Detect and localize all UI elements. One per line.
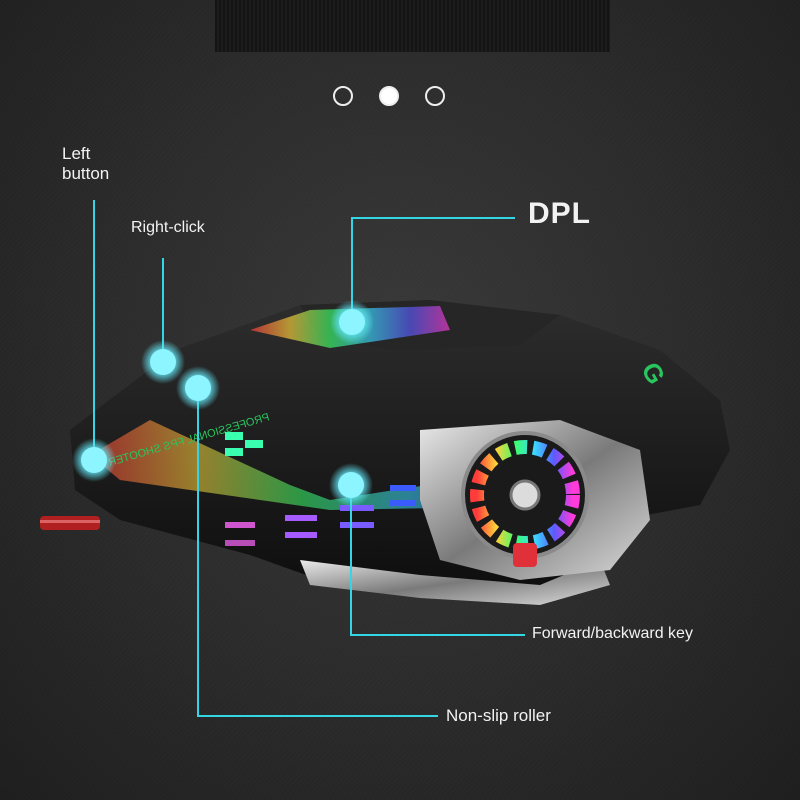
side-panel — [420, 420, 650, 580]
label-left-button: Left button — [62, 144, 109, 184]
dpi-indicator — [225, 432, 263, 456]
side-vents — [225, 485, 416, 546]
callout-line-forward-backward — [350, 485, 525, 636]
label-forward-backward-key: Forward/backward key — [532, 625, 693, 642]
callout-dots — [72, 300, 374, 507]
carousel-dot-2[interactable] — [379, 86, 399, 106]
label-left-button-text: Left button — [62, 144, 110, 183]
callout-line-dpl — [351, 217, 515, 322]
label-right-click: Right-click — [131, 219, 205, 236]
carousel-dot-3[interactable] — [425, 86, 445, 106]
mouse-cable — [40, 516, 100, 530]
callout-line-non-slip-roller — [197, 388, 438, 717]
label-non-slip-roller: Non-slip roller — [446, 706, 551, 725]
carousel-dot-1[interactable] — [333, 86, 353, 106]
top-banner — [215, 0, 610, 52]
carousel-indicator[interactable] — [333, 86, 445, 106]
label-dpl: DPL — [528, 197, 591, 230]
callout-lines — [93, 200, 525, 717]
